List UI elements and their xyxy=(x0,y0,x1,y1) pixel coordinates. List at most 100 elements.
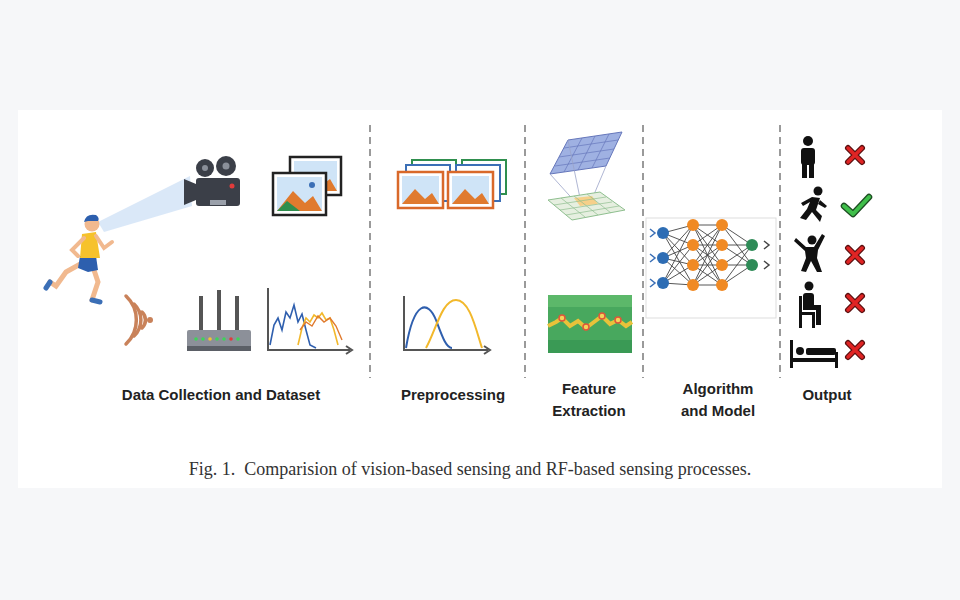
separator xyxy=(642,125,644,378)
camera-beam xyxy=(98,176,192,232)
runner-figure-part xyxy=(96,236,112,248)
neural-network-part-part xyxy=(650,254,655,262)
stage-label: Data Collection and Dataset xyxy=(91,384,351,406)
feature-heatmap-part-part xyxy=(559,315,565,321)
figure-caption: Fig. 1. Comparision of vision-based sens… xyxy=(189,459,751,480)
smoothed-signal-chart xyxy=(404,296,490,354)
lying-icon xyxy=(790,340,838,368)
cross-fill xyxy=(848,148,862,162)
preprocessed-images-part xyxy=(452,176,489,204)
lying-icon-part xyxy=(796,347,804,355)
jumping-icon-part xyxy=(794,234,825,272)
video-camera-part xyxy=(210,200,226,205)
wifi-router-part xyxy=(236,337,240,341)
video-camera-part xyxy=(184,179,196,205)
nn-neuron xyxy=(687,279,699,291)
convolution-grid-part xyxy=(548,192,625,220)
stage-label: Algorithm and Model xyxy=(668,378,768,422)
neural-network-part xyxy=(646,218,776,318)
neural-network xyxy=(646,218,776,318)
image-dataset-part xyxy=(277,191,322,211)
smoothed-signal-chart-part xyxy=(426,300,482,348)
raw-signal-chart-part xyxy=(346,346,352,354)
feature-heatmap-part-part xyxy=(583,324,589,330)
runner-figure-part xyxy=(92,300,100,302)
standing-icon xyxy=(801,136,815,178)
raw-signal-chart-part xyxy=(268,288,350,350)
runner-figure-part xyxy=(72,238,84,256)
video-camera-part xyxy=(223,163,230,170)
nn-neuron xyxy=(687,239,699,251)
cross-outline xyxy=(848,248,862,262)
feature-heatmap-part xyxy=(548,295,632,353)
result-marks-part xyxy=(844,148,869,357)
cross-mark xyxy=(848,343,862,357)
nn-neuron xyxy=(687,219,699,231)
sitting-icon xyxy=(799,282,821,329)
video-camera-part xyxy=(230,184,235,189)
smoothed-signal-chart-part xyxy=(484,346,490,354)
nn-neuron xyxy=(746,259,758,271)
raw-signal-chart-part xyxy=(300,316,342,340)
neural-network-part-part xyxy=(650,279,655,287)
running-icon-part xyxy=(800,197,822,222)
nn-neuron xyxy=(716,259,728,271)
cross-fill xyxy=(848,248,862,262)
convolution-grid-part xyxy=(550,132,622,174)
video-camera xyxy=(184,156,240,206)
runner-figure-part xyxy=(84,215,99,222)
stage-label: Output xyxy=(787,384,867,406)
stage-label: Feature Extraction xyxy=(544,378,634,422)
wifi-router-part xyxy=(215,337,219,341)
nn-neuron xyxy=(716,219,728,231)
feature-heatmap-part xyxy=(548,295,632,307)
wifi-router-part xyxy=(201,337,205,341)
neural-network-part xyxy=(657,219,758,291)
feature-heatmap-part-part xyxy=(615,317,621,323)
wifi-router-part xyxy=(187,330,251,348)
convolution-grid xyxy=(548,132,625,220)
wifi-router-part xyxy=(199,296,203,332)
cross-mark xyxy=(848,296,862,310)
video-camera-part xyxy=(216,156,236,176)
cross-outline xyxy=(848,296,862,310)
convolution-grid-part-part xyxy=(564,140,618,148)
standing-icon-part xyxy=(802,160,807,178)
running-icon-part xyxy=(818,200,827,208)
stage-label: Preprocessing xyxy=(383,384,523,406)
nn-neuron xyxy=(716,239,728,251)
separator xyxy=(779,125,781,378)
preprocessed-images-part xyxy=(448,172,493,208)
convolution-grid-part xyxy=(554,194,619,217)
neural-network-part-part xyxy=(650,229,655,237)
nn-neuron xyxy=(657,227,669,239)
raw-signal-chart-part xyxy=(298,313,338,345)
stage-separators xyxy=(370,125,780,378)
cross-outline xyxy=(848,148,862,162)
running-icon-part xyxy=(814,187,823,196)
image-dataset-part xyxy=(273,173,326,215)
feature-heatmap xyxy=(548,295,632,353)
wifi-router-part xyxy=(229,337,233,341)
separator xyxy=(524,125,526,378)
feature-heatmap-part xyxy=(548,340,632,353)
standing-icon-part xyxy=(803,136,813,146)
runner-figure-part xyxy=(78,256,98,272)
preprocessed-images-part xyxy=(402,176,439,204)
sitting-icon-part xyxy=(805,282,814,291)
image-dataset-part xyxy=(277,201,300,211)
nn-neuron xyxy=(716,279,728,291)
nn-neuron xyxy=(657,252,669,264)
runner-figure-part xyxy=(46,282,50,288)
feature-heatmap-part-part xyxy=(599,313,605,319)
neural-network-part-part xyxy=(764,261,769,269)
wifi-waves-part xyxy=(147,317,153,323)
convolution-grid-part-part xyxy=(566,206,619,215)
wifi-router-part xyxy=(208,337,212,341)
runner-figure xyxy=(46,215,112,302)
smoothed-signal-chart-part xyxy=(404,296,488,350)
cross-mark xyxy=(848,148,862,162)
raw-signal-chart xyxy=(268,288,352,354)
wifi-router xyxy=(187,290,251,351)
